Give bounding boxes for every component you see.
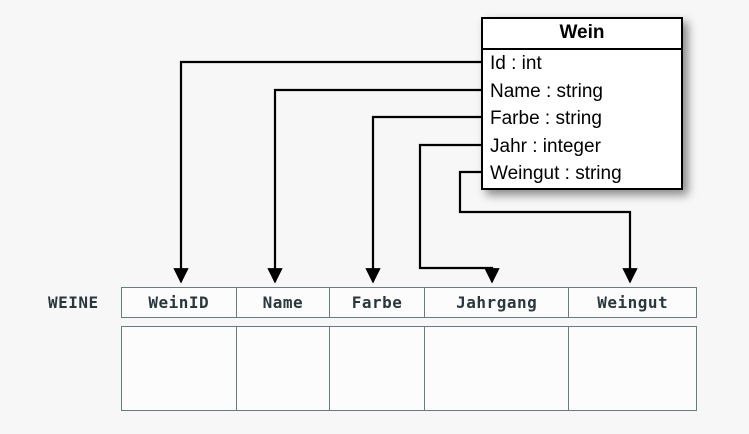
uml-class-box: Wein Id : int Name : string Farbe : stri… — [481, 17, 683, 190]
column-header-name: Name — [237, 288, 331, 317]
table-header-row: WeinID Name Farbe Jahrgang Weingut — [121, 287, 697, 318]
relation-table: WeinID Name Farbe Jahrgang Weingut — [121, 287, 697, 411]
uml-attribute: Id : int — [490, 53, 542, 74]
table-cell — [330, 327, 425, 410]
table-cell — [569, 327, 696, 410]
uml-attribute: Name : string — [490, 80, 603, 102]
column-header-weingut: Weingut — [597, 293, 669, 312]
table-cell — [237, 327, 331, 410]
connector-name-to-name — [267, 88, 481, 284]
uml-attribute: Farbe : string — [490, 108, 602, 130]
connector-farbe-to-farbe — [365, 115, 481, 284]
table-row — [121, 326, 697, 411]
column-header-farbe: Farbe — [330, 288, 425, 317]
uml-attribute-list: Id : int Name : string Farbe : string Ja… — [483, 50, 681, 188]
uml-attribute: Weingut : string — [490, 163, 622, 185]
table-cell — [425, 327, 570, 410]
connector-id-to-weinid — [173, 60, 481, 284]
table-cell — [122, 327, 237, 410]
column-header-weinid: WeinID — [122, 288, 237, 317]
relation-name-label: WEINE — [48, 293, 99, 312]
column-header-jahrgang: Jahrgang — [425, 288, 570, 317]
uml-attribute: Jahr : integer — [490, 135, 601, 157]
uml-class-name: Wein — [483, 19, 681, 50]
